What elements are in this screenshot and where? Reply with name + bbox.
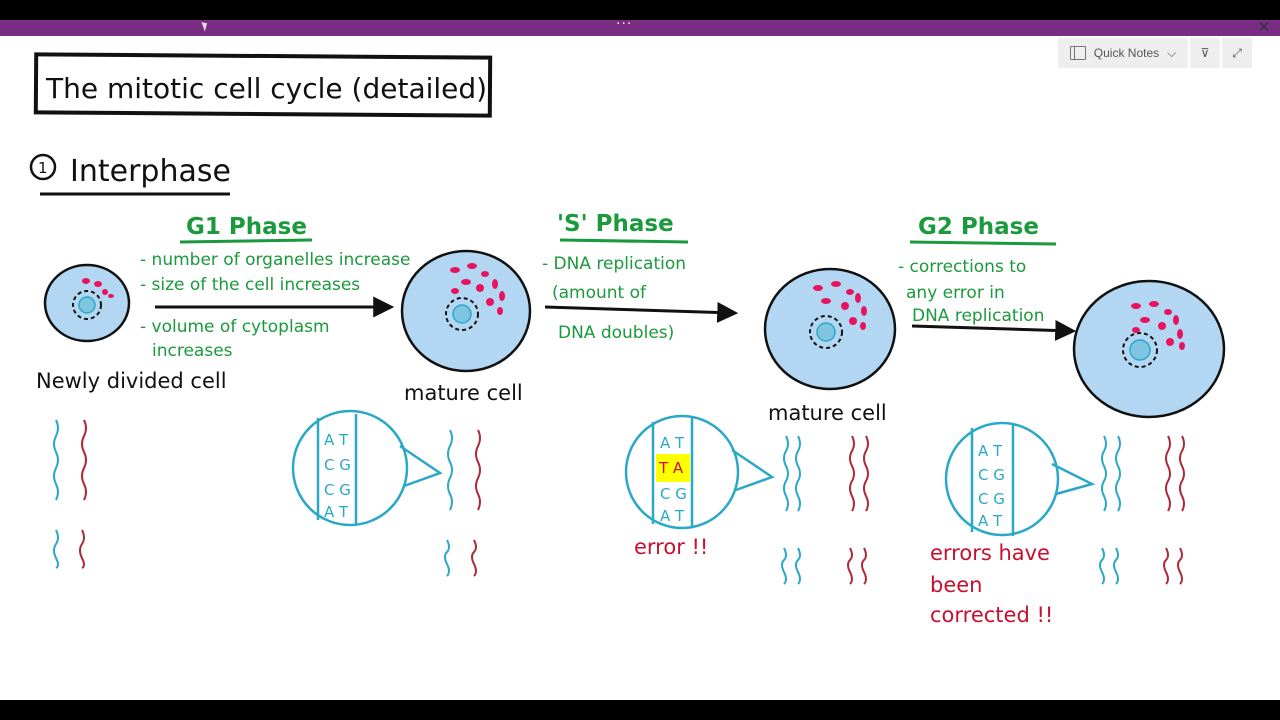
expand-icon[interactable]: ⤢ <box>1222 38 1252 68</box>
corrected-label-3: corrected !! <box>930 603 1053 627</box>
note-canvas <box>0 36 1280 700</box>
g1-title: G1 Phase <box>186 214 307 240</box>
quick-notes-button[interactable]: Quick Notes ⌵ <box>1058 38 1188 68</box>
base-pair: C G <box>978 466 1005 484</box>
quick-notes-label: Quick Notes <box>1093 46 1160 60</box>
quick-notes-toolbar: Quick Notes ⌵ ⊽ ⤢ <box>1058 38 1252 68</box>
s-note-2: (amount of <box>552 283 647 303</box>
g1-note-1: - number of organelles increase <box>140 250 410 270</box>
chevron-down-icon: ⌵ <box>1167 45 1177 60</box>
cell-after-g2 <box>1072 279 1226 419</box>
base-pair: A T <box>324 431 349 449</box>
bottom-black-bar <box>0 700 1280 720</box>
dna-chromosomes-1 <box>53 419 87 569</box>
base-pair: A T <box>978 442 1003 460</box>
organelles <box>450 263 505 315</box>
base-pair: C G <box>324 481 351 499</box>
g2-title: G2 Phase <box>918 214 1039 240</box>
organelles <box>1131 301 1185 350</box>
s-notes: - DNA replication (amount of DNA doubles… <box>542 254 686 343</box>
mouse-cursor-icon <box>201 20 210 32</box>
label-newly-divided: Newly divided cell <box>36 369 227 393</box>
error-highlight <box>656 454 690 482</box>
notebook-icon <box>1069 46 1086 60</box>
g2-note-1: - corrections to <box>898 257 1026 277</box>
s-phase-heading: 'S' Phase <box>557 211 689 244</box>
section-title: Interphase <box>70 154 231 189</box>
s-note-3: DNA doubles) <box>558 323 674 343</box>
base-pair: A T <box>660 434 685 452</box>
diagram-drawing: The mitotic cell cycle (detailed) 1 Inte… <box>29 52 1226 627</box>
g2-phase-heading: G2 Phase <box>909 214 1057 246</box>
arrow-g2 <box>911 319 1077 341</box>
base-pair: A T <box>978 512 1003 530</box>
dna-chromosomes-2 <box>444 429 481 577</box>
cell-mature-1 <box>400 249 532 373</box>
error-label: error !! <box>634 535 708 559</box>
g2-note-3: DNA replication <box>912 306 1044 326</box>
pin-icon[interactable]: ⊽ <box>1190 38 1220 68</box>
g1-phase-heading: G1 Phase <box>179 214 313 244</box>
title-box: The mitotic cell cycle (detailed) <box>33 52 493 118</box>
arrow-s <box>544 301 739 323</box>
dna-zoom-1: A T C G C G A T <box>291 409 443 527</box>
dna-zoom-3: A T C G C G A T errors have been correct… <box>930 421 1096 627</box>
window-accent-bar: ··· <box>0 16 1280 36</box>
g1-note-3: - volume of cytoplasm <box>140 317 330 337</box>
s-note-1: - DNA replication <box>542 254 686 274</box>
section-number: 1 <box>38 159 48 177</box>
ellipsis-handle[interactable]: ··· <box>616 16 633 32</box>
corrected-label-1: errors have <box>930 541 1050 565</box>
cell-mature-2 <box>763 267 897 391</box>
base-pair: C G <box>660 485 687 503</box>
page-title: The mitotic cell cycle (detailed) <box>45 72 487 105</box>
label-mature-2: mature cell <box>768 401 887 425</box>
base-pair: A T <box>660 507 685 525</box>
cell-newly-divided <box>43 263 131 343</box>
dna-chromosomes-4 <box>1099 435 1185 585</box>
g2-note-2: any error in <box>906 283 1005 303</box>
g2-notes: - corrections to any error in DNA replic… <box>898 257 1044 326</box>
base-pair: C G <box>324 456 351 474</box>
s-title: 'S' Phase <box>557 211 674 237</box>
close-icon[interactable]: ✕ <box>1257 18 1271 36</box>
g1-notes: - number of organelles increase - size o… <box>140 250 410 361</box>
section-header: 1 Interphase <box>29 153 231 196</box>
base-pair: A T <box>324 503 349 521</box>
base-pair: C G <box>978 490 1005 508</box>
organelles <box>813 281 867 330</box>
dna-zoom-2: A T T A C G A T error !! <box>624 414 775 559</box>
label-mature-1: mature cell <box>404 381 523 405</box>
corrected-label-2: been <box>930 573 982 597</box>
g1-note-2: - size of the cell increases <box>140 275 360 295</box>
base-pair-error: T A <box>658 459 684 477</box>
top-black-bar <box>0 0 1280 20</box>
organelles <box>82 278 114 298</box>
g1-note-4: increases <box>152 341 233 361</box>
dna-chromosomes-3 <box>781 435 869 585</box>
